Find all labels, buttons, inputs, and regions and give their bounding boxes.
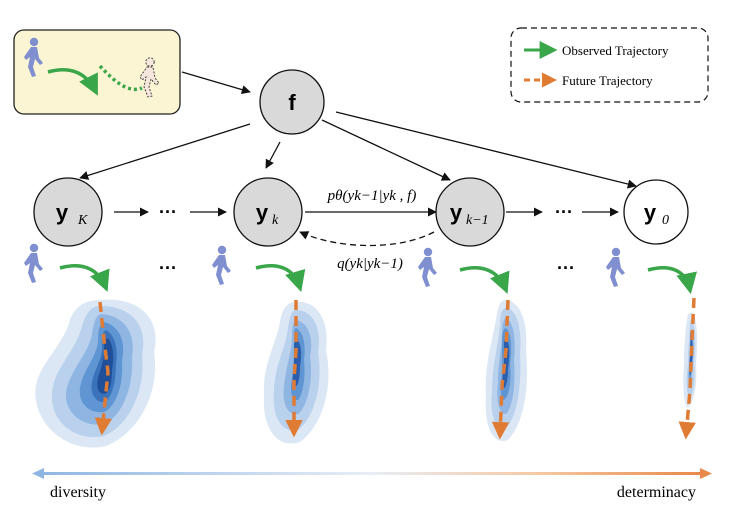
- legend-observed: Observed Trajectory: [562, 43, 669, 58]
- node-ykm1: y k−1: [435, 177, 505, 247]
- density-plot-4: [678, 297, 698, 440]
- green-arrow-icon: [459, 266, 510, 294]
- walking-person-icon: [24, 243, 43, 283]
- svg-text:y: y: [644, 200, 657, 225]
- svg-text:y: y: [450, 200, 463, 225]
- svg-text:K: K: [77, 213, 88, 228]
- node-yk: y k: [233, 177, 303, 247]
- ellipsis-4: ···: [557, 258, 575, 278]
- walker-3: [418, 247, 510, 294]
- future-trajectory-arrow-icon: [491, 299, 510, 440]
- future-dotted-arrow-icon: [98, 64, 143, 92]
- svg-text:f: f: [288, 90, 296, 115]
- ellipsis-2: ···: [555, 202, 573, 222]
- svg-text:k: k: [272, 213, 279, 228]
- legend: Observed Trajectory Future Trajectory: [510, 27, 709, 103]
- ellipsis-3: ···: [159, 258, 177, 278]
- walker-1: [24, 243, 110, 292]
- walking-person-icon: [418, 247, 437, 287]
- svg-text:y: y: [56, 200, 69, 225]
- diversity-determinacy-axis: diversity determinacy: [32, 468, 712, 501]
- walker-2: [212, 245, 306, 293]
- future-trajectory-arrow-icon: [285, 300, 303, 438]
- axis-right-label: determinacy: [617, 484, 696, 501]
- svg-text:0: 0: [662, 213, 669, 228]
- future-trajectory-arrow-icon: [94, 301, 113, 436]
- axis-right-arrow-icon: [700, 468, 712, 479]
- axis-left-arrow-icon: [32, 468, 44, 479]
- walker-4: [606, 247, 697, 295]
- svg-text:y: y: [256, 200, 269, 225]
- observation-panel: [13, 29, 181, 115]
- green-arrow-icon: [255, 264, 306, 293]
- green-arrow-icon: [647, 266, 697, 295]
- density-plot-2: [263, 300, 329, 444]
- edges: [79, 71, 637, 247]
- walking-person-icon: [606, 247, 625, 287]
- reverse-transition-label: q(yk|yk−1): [337, 256, 403, 272]
- node-yK: y K: [33, 177, 103, 247]
- density-plot-3: [485, 299, 528, 441]
- forward-transition-label: pθ(yk−1|yk , f): [327, 188, 417, 204]
- node-y0: y 0: [623, 179, 689, 245]
- future-trajectory-arrow-icon: [678, 297, 696, 440]
- green-arrow-icon: [59, 264, 110, 292]
- svg-text:k−1: k−1: [466, 213, 489, 228]
- axis-left-label: diversity: [50, 484, 106, 501]
- density-plot-1: [35, 299, 156, 448]
- node-f: f: [259, 69, 325, 135]
- ellipsis-1: ···: [159, 202, 177, 222]
- observed-arrow-icon: [47, 68, 98, 96]
- legend-future: Future Trajectory: [562, 73, 653, 88]
- walking-person-icon: [212, 245, 231, 285]
